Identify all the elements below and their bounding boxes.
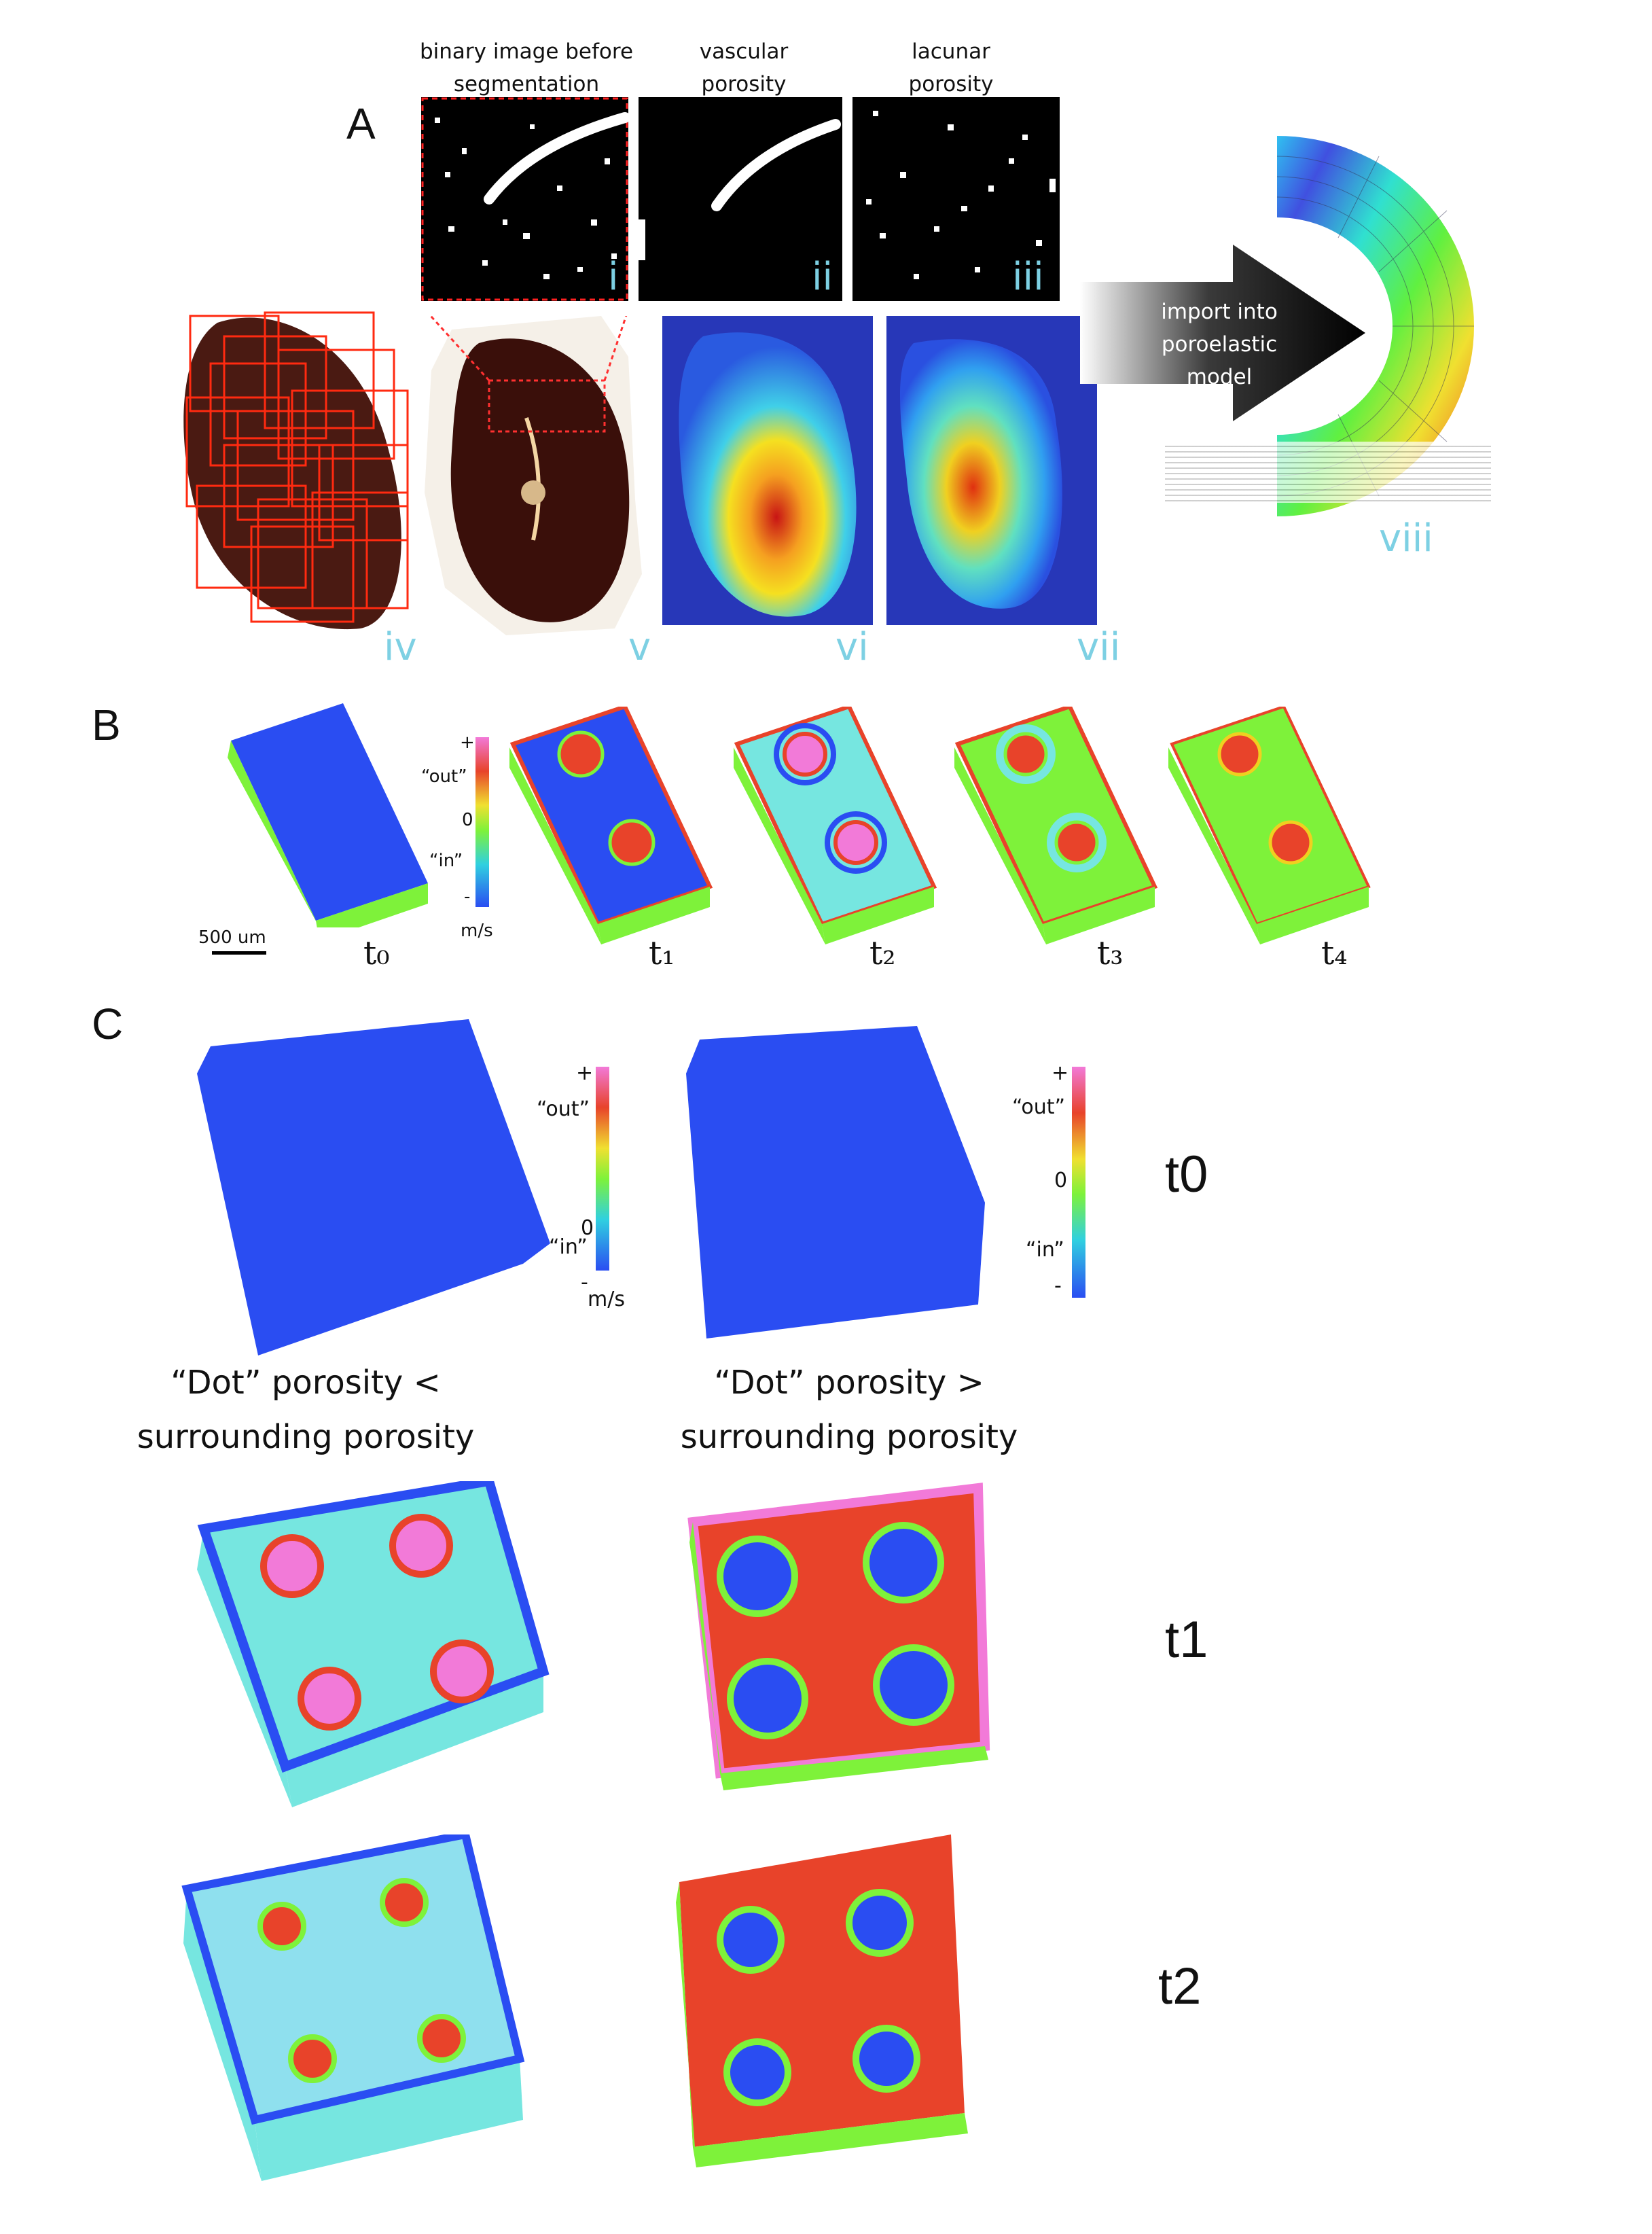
c-left-t0-block	[197, 1019, 550, 1355]
panel-b-letter: B	[92, 701, 121, 749]
cb-cr-plus: +	[1052, 1061, 1069, 1085]
block-t0	[228, 703, 428, 927]
b-time-t3: t₃	[1097, 934, 1124, 972]
cb-cl-in: “in”	[549, 1235, 588, 1259]
label-iii: iii	[1012, 255, 1044, 299]
cb-cl-zero: 0	[581, 1216, 594, 1240]
lacunar-porosity-map	[886, 316, 1097, 625]
cb-b-zero: 0	[462, 810, 473, 830]
c-time-t0: t0	[1165, 1146, 1208, 1203]
vascular-porosity-panel	[639, 97, 842, 301]
c-right-t1-block	[687, 1483, 990, 1790]
binary-image-panel	[421, 97, 628, 301]
panel-a-letter: A	[346, 99, 376, 148]
label-vi: vi	[836, 625, 869, 669]
label-ii: ii	[812, 255, 833, 299]
c-left-t1-block	[197, 1481, 550, 1807]
bounding-box-section	[183, 311, 409, 630]
arrow-label: import into poroelastic model	[1161, 300, 1278, 389]
lacunar-porosity-panel	[852, 97, 1060, 301]
panel-c-letter: C	[92, 999, 124, 1048]
cb-cr-minus: -	[1054, 1274, 1062, 1298]
cb-cl-out: “out”	[537, 1097, 590, 1121]
block-t3	[954, 707, 1158, 944]
b-time-t0: t₀	[363, 934, 390, 972]
c-time-t2: t2	[1158, 1957, 1202, 2015]
cb-b-unit: m/s	[461, 921, 493, 941]
colorbar-c-left	[596, 1067, 609, 1271]
scale-bar	[212, 951, 266, 955]
condition-right: “Dot” porosity > surrounding porosity	[680, 1364, 1018, 1456]
header-vascular-porosity: vascular porosity	[699, 39, 789, 96]
cb-b-in: “in”	[429, 851, 463, 871]
header-lacunar-porosity: lacunar porosity	[908, 39, 994, 96]
cb-cr-out: “out”	[1012, 1095, 1066, 1119]
b-time-t4: t₄	[1321, 934, 1348, 972]
c-right-t2-block	[676, 1834, 968, 2167]
cb-cl-minus: -	[581, 1271, 588, 1294]
label-i: i	[608, 255, 619, 299]
cb-cl-plus: +	[576, 1061, 594, 1085]
c-left-t2-block	[181, 1834, 525, 2181]
block-t1	[509, 707, 713, 944]
bone-section-image	[425, 316, 642, 635]
header-binary-image: binary image before segmentation	[419, 39, 634, 96]
cb-b-minus: -	[464, 887, 471, 907]
b-time-t2: t₂	[869, 934, 896, 972]
label-vii: vii	[1077, 625, 1121, 669]
label-viii: viii	[1379, 516, 1433, 561]
b-time-t1: t₁	[649, 934, 675, 972]
label-v: v	[628, 625, 651, 669]
label-iv: iv	[384, 625, 417, 669]
colorbar-c-right	[1072, 1067, 1085, 1298]
block-t4	[1168, 707, 1371, 944]
cb-cl-unit: m/s	[588, 1288, 625, 1311]
cb-cr-in: “in”	[1026, 1238, 1064, 1262]
fe-output-text	[1165, 442, 1491, 503]
cb-b-out: “out”	[421, 766, 467, 787]
cb-cr-zero: 0	[1054, 1169, 1068, 1192]
vascular-porosity-map	[662, 316, 873, 625]
condition-left: “Dot” porosity < surrounding porosity	[137, 1364, 475, 1456]
scale-bar-label: 500 um	[198, 927, 266, 948]
c-right-t0-block	[686, 1026, 985, 1338]
cb-b-plus: +	[460, 732, 475, 753]
import-arrow	[1080, 245, 1365, 421]
block-t2	[734, 707, 937, 944]
c-time-t1: t1	[1165, 1611, 1208, 1669]
colorbar-b	[475, 737, 489, 907]
